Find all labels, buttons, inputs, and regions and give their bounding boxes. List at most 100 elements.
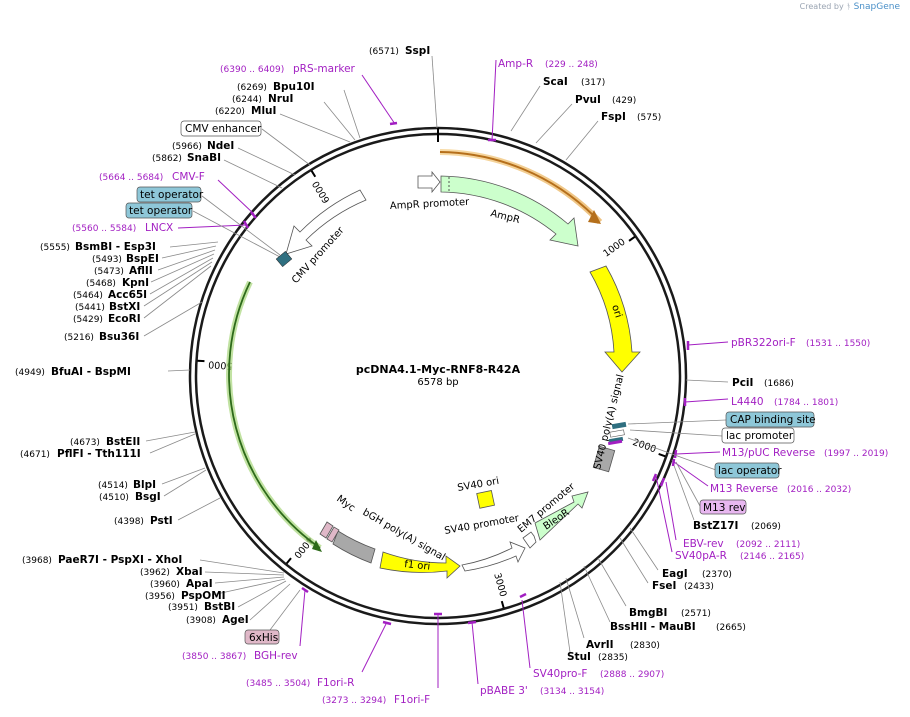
enzyme-pos: (2571) <box>681 609 711 619</box>
enzyme-label[interactable]: BstXI <box>109 301 140 313</box>
enzyme-label[interactable]: ApaI <box>186 578 213 590</box>
enzyme-label[interactable]: AgeI <box>222 614 249 626</box>
enzyme-label[interactable]: FspI <box>601 111 626 123</box>
primer-range: (5560 .. 5584) <box>72 224 136 234</box>
leader <box>177 497 221 521</box>
m13-rev-box <box>699 499 747 515</box>
leader <box>629 527 659 571</box>
enzyme-label[interactable]: Acc65I <box>108 289 147 301</box>
primer-label[interactable]: EBV-rev <box>683 538 724 550</box>
enzyme-label[interactable]: BstZ17I <box>693 520 738 532</box>
primer-label[interactable]: L4440 <box>731 396 764 408</box>
enzyme-label[interactable]: SspI <box>405 45 430 57</box>
ampr-promoter-arrow <box>417 170 441 194</box>
primer-range: (2016 .. 2032) <box>787 485 851 495</box>
primer-leader <box>299 589 306 647</box>
primer-label[interactable]: Amp-R <box>498 58 533 70</box>
enzyme-label[interactable]: ScaI <box>543 76 568 88</box>
enzyme-label[interactable]: NdeI <box>207 140 234 152</box>
em7-promoter-arrow <box>522 531 537 549</box>
enzyme-label[interactable]: BsgI <box>135 491 161 503</box>
enzyme-pos: (5464) <box>73 291 103 301</box>
primer-range: (3134 .. 3154) <box>540 687 604 697</box>
enzymes-right: ScaI (317) PvuI (429) FspI (575) PciI (1… <box>510 76 794 663</box>
primer-label[interactable]: BGH-rev <box>254 650 298 662</box>
leader <box>237 580 287 608</box>
enzyme-label[interactable]: BsmBI - Esp3I <box>75 241 156 253</box>
scale-tick <box>500 600 505 609</box>
enzyme-pos: (2370) <box>702 570 732 580</box>
enzyme-label[interactable]: XbaI <box>176 566 203 578</box>
primer-label[interactable]: M13 Reverse <box>710 483 778 495</box>
enzyme-label[interactable]: BstBI <box>204 601 235 613</box>
plasmid-name: pcDNA4.1-Myc-RNF8-R42A <box>356 363 521 376</box>
cap-binding-site-label[interactable]: CAP binding site <box>730 414 816 426</box>
enzyme-label[interactable]: AflII <box>129 265 153 277</box>
primer-mark <box>250 211 257 219</box>
enzyme-label[interactable]: PaeR7I - PspXI - XhoI <box>58 554 182 566</box>
primer-label[interactable]: M13/pUC Reverse <box>722 447 815 459</box>
enzyme-label[interactable]: BssHII - MauBI <box>610 621 696 633</box>
enzyme-label[interactable]: Bpu10I <box>273 81 315 93</box>
enzyme-label[interactable]: BstEII <box>106 436 140 448</box>
enzyme-label[interactable]: BspEI <box>126 253 159 265</box>
enzyme-label[interactable]: StuI <box>567 651 591 663</box>
enzyme-label[interactable]: Bsu36I <box>99 331 139 343</box>
leader <box>149 433 196 454</box>
primer-label[interactable]: LNCX <box>145 222 173 234</box>
6xhis-label[interactable]: 6xHis <box>249 632 278 644</box>
sv40-promoter-label: SV40 promoter <box>444 513 521 537</box>
lac-operator-label[interactable]: lac operator <box>718 465 782 477</box>
tet-operator-label[interactable]: tet operator <box>140 189 204 201</box>
sv40-promoter-arrow <box>461 541 526 572</box>
enzyme-label[interactable]: PciI <box>732 377 753 389</box>
enzyme-label[interactable]: NruI <box>268 93 293 105</box>
lac-promoter-label[interactable]: lac promoter <box>726 430 794 442</box>
tet-operator-label[interactable]: tet operator <box>129 205 193 217</box>
primer-label[interactable]: SV40pro-F <box>533 668 587 680</box>
enzyme-label[interactable]: SnaBI <box>187 152 221 164</box>
sv40-polya-box <box>592 445 616 473</box>
primer-label[interactable]: pBABE 3' <box>480 685 528 697</box>
ori-arrow <box>589 265 641 373</box>
primer-label[interactable]: pBR322ori-F <box>731 337 796 349</box>
enzyme-label[interactable]: EcoRI <box>108 313 141 325</box>
primer-label[interactable]: pRS-marker <box>293 63 356 75</box>
enzyme-pos: (4514) <box>98 481 128 491</box>
enzyme-pos: (3962) <box>140 568 170 578</box>
enzyme-label[interactable]: AvrII <box>586 639 614 651</box>
enzyme-label[interactable]: EagI <box>662 568 688 580</box>
primer-leader <box>217 179 255 215</box>
enzyme-pos: (2433) <box>684 582 714 592</box>
enzyme-pos: (5468) <box>86 279 116 289</box>
leader <box>675 461 701 507</box>
enzyme-label[interactable]: PspOMI <box>181 590 226 602</box>
enzyme-label[interactable]: MluI <box>251 105 276 117</box>
enzyme-pos: (6269) <box>237 83 267 93</box>
enzyme-label[interactable]: PflFI - Tth111I <box>57 448 141 460</box>
enzyme-label[interactable]: KpnI <box>122 277 149 289</box>
primer-label[interactable]: F1ori-F <box>394 694 430 706</box>
leader <box>223 159 283 189</box>
enzyme-label[interactable]: BlpI <box>133 479 156 491</box>
primer-leader <box>673 461 709 487</box>
enzyme-pos: (429) <box>612 96 636 106</box>
leader <box>671 459 695 521</box>
primer-label[interactable]: F1ori-R <box>317 677 354 689</box>
cmv-enhancer-label[interactable]: CMV enhancer <box>185 123 262 135</box>
primer-label[interactable]: SV40pA-R <box>675 550 727 562</box>
primer-range: (229 .. 248) <box>545 60 598 70</box>
enzyme-label[interactable]: FseI <box>652 580 676 592</box>
leader <box>627 437 717 471</box>
enzyme-label[interactable]: PstI <box>150 515 173 527</box>
enzyme-label[interactable]: BmgBI <box>629 607 667 619</box>
leader <box>163 469 207 497</box>
enzyme-label[interactable]: BfuAI - BspMI <box>51 366 131 378</box>
enzyme-label[interactable]: PvuI <box>575 94 601 106</box>
m13-rev-label[interactable]: M13 rev <box>703 502 746 514</box>
boxed-labels: CAP binding site lac promoter lac operat… <box>125 120 816 645</box>
enzyme-pos: (3908) <box>186 616 216 626</box>
primer-label[interactable]: CMV-F <box>172 171 205 183</box>
